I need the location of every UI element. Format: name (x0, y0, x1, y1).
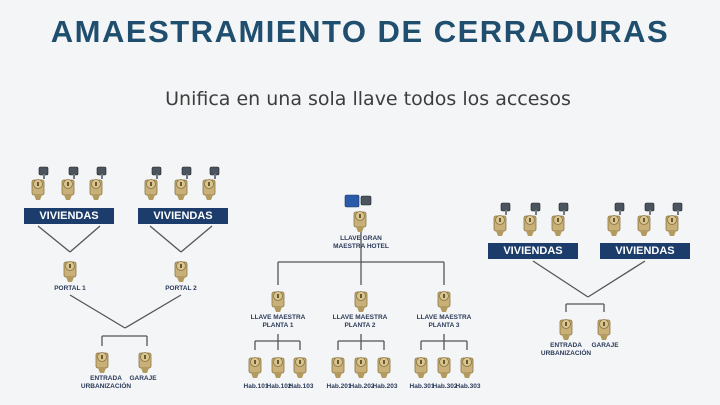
connector-line (37, 225, 71, 253)
lock-cylinder-icon (270, 352, 288, 380)
key-icon (499, 202, 513, 216)
room-label: Hab.301 (409, 383, 435, 390)
lock-cylinder-icon (88, 174, 106, 202)
label-planta-2: LLAVE MAESTRA PLANTA 2 (332, 314, 388, 329)
master-key-card-icon (344, 194, 374, 210)
connector-line (69, 225, 101, 253)
label-entrada-right: ENTRADA URBANIZACIÓN (540, 342, 592, 357)
lock-cylinder-icon (459, 352, 477, 380)
lock-cylinder-icon (62, 256, 80, 284)
lock-cylinder-icon (330, 352, 348, 380)
connector-line (532, 260, 589, 298)
lock-cylinder-icon (376, 352, 394, 380)
key-icon (67, 166, 81, 180)
key-icon (671, 202, 685, 216)
lock-cylinder-icon (352, 206, 370, 234)
lock-cylinder-icon (143, 174, 161, 202)
lock-cylinder-icon (596, 314, 614, 342)
room-label: Hab.101 (243, 383, 269, 390)
connector-line (124, 294, 182, 329)
lock-cylinder-icon (550, 210, 568, 238)
key-icon (37, 166, 51, 180)
key-icon (95, 166, 109, 180)
connector-line (587, 260, 646, 298)
lock-cylinder-icon (60, 174, 78, 202)
label-garaje-left: GARAJE (129, 375, 157, 382)
room-label: Hab.303 (455, 383, 481, 390)
left-viviendas-bar-2: VIVIENDAS (138, 208, 228, 224)
page-subtitle: Unifica en una sola llave todos los acce… (165, 88, 571, 110)
lock-cylinder-icon (247, 352, 265, 380)
room-label: Hab.201 (326, 383, 352, 390)
lock-cylinder-icon (292, 352, 310, 380)
label-entrada-left: ENTRADA URBANIZACIÓN (80, 375, 132, 390)
right-viviendas-bar-2: VIVIENDAS (600, 243, 690, 259)
key-icon (180, 166, 194, 180)
lock-cylinder-icon (413, 352, 431, 380)
lock-cylinder-icon (30, 174, 48, 202)
lock-cylinder-icon (436, 286, 454, 314)
room-label: Hab.203 (372, 383, 398, 390)
lock-cylinder-icon (137, 347, 155, 375)
lock-cylinder-icon (606, 210, 624, 238)
lock-cylinder-icon (492, 210, 510, 238)
key-icon (150, 166, 164, 180)
key-icon (613, 202, 627, 216)
connector-line (69, 294, 126, 329)
lock-cylinder-icon (436, 352, 454, 380)
left-viviendas-bar-1: VIVIENDAS (24, 208, 114, 224)
room-label: Hab.102 (266, 383, 292, 390)
lock-cylinder-icon (558, 314, 576, 342)
label-planta-3: LLAVE MAESTRA PLANTA 3 (416, 314, 472, 329)
label-planta-1: LLAVE MAESTRA PLANTA 1 (250, 314, 306, 329)
label-garaje-right: GARAJE (591, 342, 619, 349)
connector-line (180, 225, 213, 253)
label-gran-maestra: LLAVE GRAN MAESTRA HOTEL (333, 235, 389, 250)
right-viviendas-bar-1: VIVIENDAS (488, 243, 578, 259)
key-icon (208, 166, 222, 180)
lock-cylinder-icon (636, 210, 654, 238)
label-portal-1: PORTAL 1 (54, 285, 86, 292)
lock-cylinder-icon (664, 210, 682, 238)
key-icon (557, 202, 571, 216)
lock-cylinder-icon (353, 352, 371, 380)
lock-cylinder-icon (173, 256, 191, 284)
connector-line (149, 225, 182, 253)
lock-cylinder-icon (201, 174, 219, 202)
room-label: Hab.103 (288, 383, 314, 390)
lock-cylinder-icon (173, 174, 191, 202)
lock-cylinder-icon (270, 286, 288, 314)
room-label: Hab.302 (432, 383, 458, 390)
room-label: Hab.202 (349, 383, 375, 390)
lock-cylinder-icon (94, 347, 112, 375)
label-portal-2: PORTAL 2 (165, 285, 197, 292)
key-icon (529, 202, 543, 216)
lock-cylinder-icon (522, 210, 540, 238)
page-title: AMAESTRAMIENTO DE CERRADURAS (50, 14, 670, 49)
lock-cylinder-icon (353, 286, 371, 314)
key-icon (643, 202, 657, 216)
